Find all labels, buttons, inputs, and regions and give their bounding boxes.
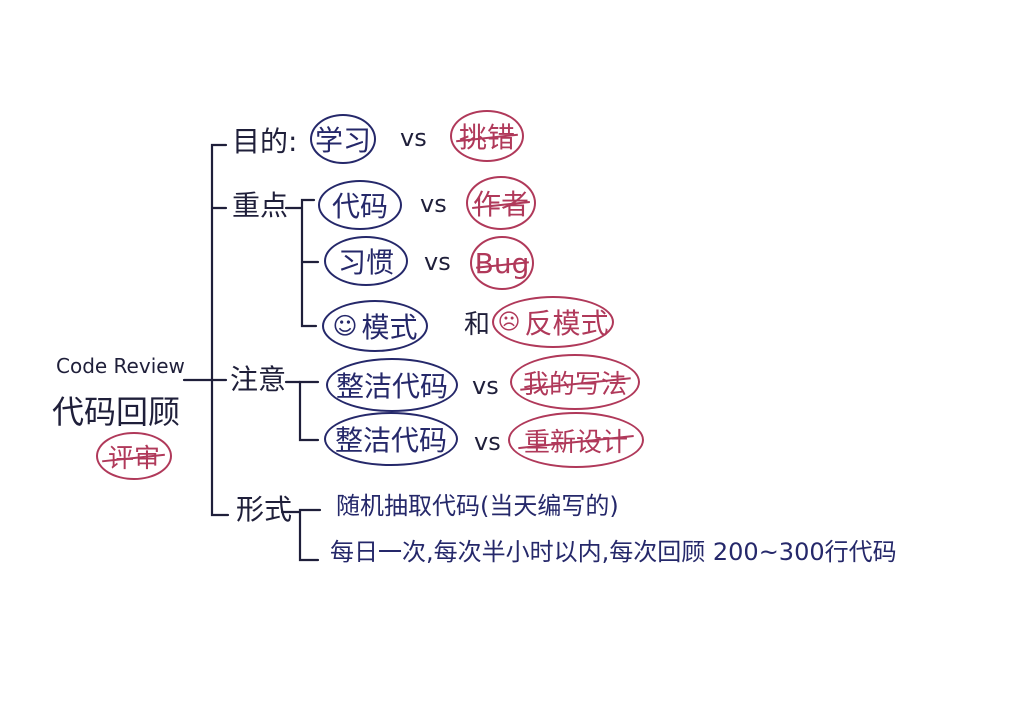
attention-bracket-line [298,380,320,442]
sad-icon: ☹ [497,309,521,335]
attention-row2-vs: vs [474,428,501,456]
smile-icon: ☺ [332,312,358,340]
focus-row1-good-text: 代码 [331,190,388,223]
attention-row1-bad-oval: 我的写法 [510,354,640,410]
format-bracket-line [298,508,322,562]
focus-row2-vs: vs [424,248,451,276]
focus-row1-bad-oval: 作者 [466,176,536,230]
attention-label: 注意 [230,363,287,396]
root-title-zh: 代码回顾 [52,393,181,431]
focus-row1-vs: vs [420,190,447,218]
attention-row2-bad-text: 重新设计 [523,427,628,458]
focus-row1-bad-text: 作者 [472,188,529,221]
focus-pattern-good-text: 模式 [361,311,418,344]
attention-row2-good-text: 整洁代码 [334,424,447,457]
attention-row1-vs: vs [472,372,499,400]
root-badge-label: 评审 [107,443,160,474]
root-badge: 评审 [96,432,172,480]
attention-row2-bad-oval: 重新设计 [508,412,644,468]
focus-row2-good-text: 习惯 [337,246,394,279]
focus-row2-good-oval: 习惯 [324,236,408,286]
focus-row1-good-oval: 代码 [318,180,402,230]
purpose-bad-oval: 挑错 [450,110,524,162]
purpose-good-oval: 学习 [310,114,376,164]
purpose-good-text: 学习 [314,124,371,157]
focus-row2-bad-text: Bug [474,246,530,280]
purpose-label: 目的: [232,125,298,158]
attention-row2-good-oval: 整洁代码 [324,412,458,466]
format-label: 形式 [236,493,293,526]
focus-row2-bad-oval: Bug [470,236,534,290]
focus-pattern-bad-text: 反模式 [524,307,609,340]
focus-pattern-and: 和 [464,310,491,340]
root-title-en: Code Review [56,354,185,378]
purpose-vs: vs [400,124,427,152]
focus-pattern-bad-oval: ☹ 反模式 [492,296,614,348]
focus-label: 重点 [232,189,289,222]
main-trunk-line [210,143,230,517]
format-item-1: 随机抽取代码(当天编写的) [336,492,619,520]
attention-row1-bad-text: 我的写法 [522,369,627,400]
attention-row1-good-text: 整洁代码 [335,370,448,403]
attention-row1-good-oval: 整洁代码 [326,358,458,412]
focus-pattern-good-oval: ☺ 模式 [322,300,428,352]
format-item-2: 每日一次,每次半小时以内,每次回顾 200~300行代码 [330,538,897,566]
purpose-bad-text: 挑错 [458,121,515,154]
